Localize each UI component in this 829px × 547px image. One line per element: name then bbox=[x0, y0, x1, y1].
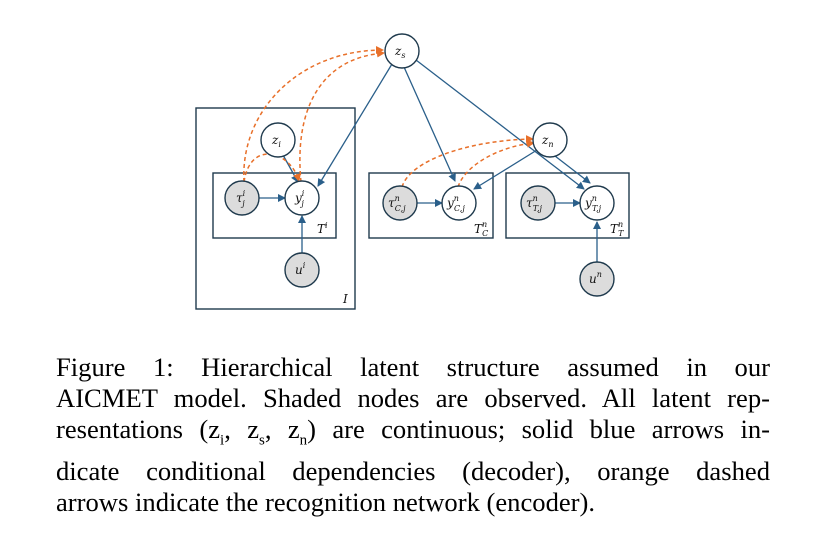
caption-line-4: dicate conditional dependencies (decoder… bbox=[56, 456, 770, 487]
caption-line-5: arrows indicate the recognition network … bbox=[56, 487, 596, 518]
plate-tt bbox=[505, 172, 630, 239]
node-u-n: un bbox=[579, 261, 615, 297]
node-zi: zi bbox=[260, 122, 296, 158]
arrow-zn-yt bbox=[554, 155, 591, 184]
plate-label-ti: Ti bbox=[317, 221, 328, 236]
plate-tc bbox=[368, 172, 494, 239]
enc-tauc-zn bbox=[401, 135, 534, 188]
enc-yc-zn bbox=[457, 139, 535, 188]
plate-label-i: I bbox=[342, 292, 348, 306]
encoder-arrows bbox=[243, 46, 535, 188]
arrow-zi-yi bbox=[282, 154, 299, 183]
caption-line-3: resentations (zi, zs, zn) are continuous… bbox=[56, 414, 770, 449]
svg-text:yij: yij bbox=[294, 189, 305, 208]
svg-text:ui: ui bbox=[295, 261, 306, 277]
node-zn: zn bbox=[532, 122, 568, 158]
plate-outer-i bbox=[195, 107, 356, 310]
plate-inner-i bbox=[212, 172, 337, 239]
arrow-zs-yi bbox=[317, 63, 393, 187]
caption-line-2: AICMET model. Shaded nodes are observed.… bbox=[56, 383, 770, 413]
figure-caption: Figure 1: Hierarchical latent structure … bbox=[56, 352, 770, 518]
arrow-zs-yc bbox=[403, 66, 456, 182]
node-u-i: ui bbox=[284, 252, 320, 288]
arrow-zn-yc bbox=[473, 149, 538, 190]
arrow-zs-yt bbox=[415, 59, 585, 190]
enc-taui-zs bbox=[243, 46, 384, 183]
svg-text:zs: zs bbox=[394, 44, 405, 60]
svg-text:τij: τij bbox=[236, 189, 246, 208]
caption-line-1: Figure 1: Hierarchical latent structure … bbox=[56, 352, 770, 382]
enc-yi-zs bbox=[299, 49, 385, 183]
node-zs: zs bbox=[384, 33, 420, 69]
decoder-arrows bbox=[259, 59, 601, 263]
svg-text:zi: zi bbox=[271, 133, 281, 149]
